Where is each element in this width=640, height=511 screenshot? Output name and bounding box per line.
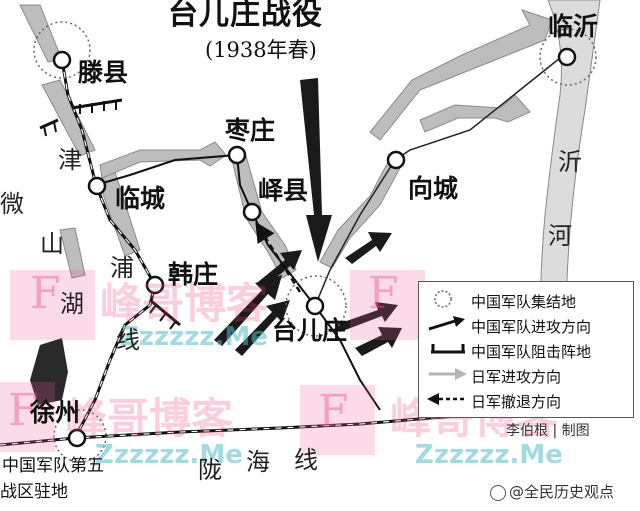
river-label-he: 河 (548, 222, 572, 250)
japanese-retreat-arrow-icon (427, 393, 467, 405)
place-label-xuzhou: 徐州 (30, 398, 81, 427)
watermark-letter: F (318, 386, 349, 437)
assembly-areas (33, 21, 597, 463)
watermark-text: 峰哥博客 (100, 279, 269, 328)
place-label-yixian: 峄县 (258, 176, 309, 205)
blocking-position-icon (431, 344, 465, 354)
watermark-logo-block (300, 385, 375, 455)
lake-label-shan: 山 (40, 230, 64, 258)
place-label-linyi: 临沂 (548, 12, 599, 41)
watermark-url: Zzzzzz.Me (95, 440, 243, 470)
legend: 中国军队集结地 中国军队进攻方向 中国军队阻击阵地 日军进攻方向 (418, 281, 634, 418)
watermark-url: Zzzzzz.Me (120, 322, 268, 352)
yixian-node (242, 202, 262, 222)
place-label-lincheng: 临城 (115, 184, 166, 213)
lake-label-hu: 湖 (60, 290, 84, 318)
hq-label-line2: 战区驻地 (0, 482, 68, 502)
legend-item: 中国军队阻击阵地 (425, 338, 631, 361)
lake-label-wei: 微 (0, 190, 24, 218)
tengxian-node (52, 50, 72, 70)
legend-label: 中国军队进攻方向 (471, 318, 592, 336)
railway-label-long: 陇 (198, 456, 222, 484)
assembly-circle-icon (434, 290, 452, 308)
japanese-attack-arrow-icon (429, 368, 467, 380)
railway-label-xian2: 线 (294, 446, 318, 474)
railway-label-pu: 浦 (110, 254, 134, 282)
legend-item: 中国军队进攻方向 (425, 313, 631, 336)
account-icon (490, 484, 506, 501)
hanzhuang-node (145, 275, 165, 295)
roads (314, 57, 561, 307)
taierzhuang-node (305, 296, 325, 316)
watermark-letter: F (368, 268, 399, 319)
legend-item: 中国军队集结地 (425, 288, 631, 311)
xuzhou-node (67, 428, 87, 448)
blocking-positions (39, 98, 181, 330)
chinese-attack-arrow-icon (428, 316, 465, 331)
place-label-zaozhuang: 枣庄 (225, 116, 276, 145)
watermark-letter: F (8, 385, 39, 436)
map-title: 台儿庄战役 (168, 0, 323, 32)
legend-item: 日军撤退方向 (425, 388, 631, 411)
legend-item: 日军进攻方向 (425, 363, 631, 386)
xiangcheng-node (386, 150, 406, 170)
place-label-hanzhuang: 韩庄 (168, 260, 219, 289)
watermark-letter: F (30, 268, 61, 319)
place-label-xiangcheng: 向城 (408, 174, 459, 203)
railway-label-hai: 海 (246, 448, 270, 476)
lincheng-node (87, 176, 107, 196)
watermark-logo-block (350, 270, 425, 340)
jinpu-railway (60, 59, 157, 439)
place-label-taierzhuang: 台儿庄 (272, 316, 348, 345)
railway-label-xian: 线 (116, 326, 140, 354)
weishan-lake-marsh (30, 338, 68, 405)
city-nodes (52, 47, 577, 448)
linyi-node (557, 47, 577, 67)
watermark-logo-block (10, 270, 95, 340)
zaozhuang-node (227, 145, 247, 165)
map-credit: 李伯根 | 制图 (506, 423, 590, 439)
legend-label: 中国军队阻击阵地 (471, 343, 592, 361)
chinese-attack-arrows (214, 78, 402, 356)
watermark-logo-block (0, 382, 55, 452)
legend-label: 中国军队集结地 (471, 293, 577, 311)
map-subtitle: (1938年春) (205, 38, 317, 62)
place-label-tengxian: 滕县 (78, 58, 129, 87)
footer-watermark-text: @全民历史观点 (509, 483, 615, 501)
zaozhuang-branch-railway (95, 153, 381, 411)
river-label-yi: 沂 (558, 148, 582, 176)
watermark-url: Zzzzzz.Me (415, 440, 563, 470)
watermark-text: 峰哥博客 (65, 394, 234, 443)
railway-label-jin: 津 (58, 146, 82, 174)
legend-label: 日军进攻方向 (471, 368, 562, 386)
footer-watermark: @全民历史观点 (490, 481, 614, 502)
legend-label: 日军撤退方向 (471, 393, 562, 411)
hq-label-line1: 中国军队第五 (2, 456, 104, 476)
